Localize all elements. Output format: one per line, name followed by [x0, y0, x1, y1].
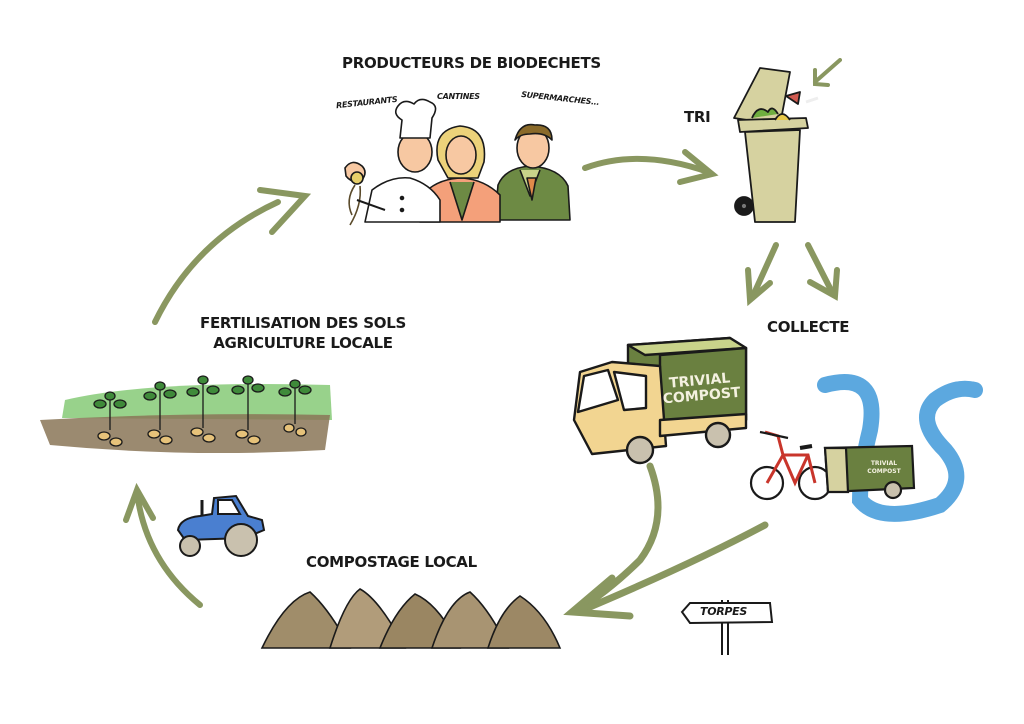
compost-bin-illustration [733, 67, 819, 223]
tractor-illustration [176, 494, 266, 557]
signpost-label: TORPES [700, 605, 748, 618]
arrow-tri-to-collecte-right [805, 242, 840, 301]
cargo-bike-illustration [749, 430, 916, 501]
signpost-illustration [680, 600, 774, 655]
plant [278, 379, 312, 437]
arrow-collecte-to-compost [563, 462, 769, 620]
producers-title: PRODUCTEURS DE BIODECHETS [342, 54, 601, 72]
truck-brand-line2: COMPOST [662, 385, 741, 408]
plant [143, 381, 177, 445]
arrow-producers-to-tri [582, 149, 719, 185]
arrow-fertilisation-to-producers [152, 187, 312, 325]
fertilisation-title-line2: AGRICULTURE LOCALE [213, 334, 393, 352]
arrow-into-bin [813, 58, 842, 87]
fertilisation-title-line1: FERTILISATION DES SOLS [200, 314, 406, 332]
river-illustration [817, 374, 983, 522]
truck-brand-line1: TRIVIAL [668, 370, 731, 391]
plant [93, 391, 127, 447]
compost-piles-illustration [260, 588, 562, 649]
tri-title: TRI [684, 108, 711, 126]
producers-sub-cantines: CANTINES [437, 92, 480, 101]
trailer-brand-line2: COMPOST [867, 468, 901, 475]
fertilisation-title: FERTILISATION DES SOLS AGRICULTURE LOCAL… [200, 313, 406, 353]
arrow-tri-to-collecte-left [745, 242, 779, 307]
arrow-compost-to-fertilisation [123, 482, 203, 608]
field-illustration [40, 375, 332, 454]
plant [186, 375, 220, 443]
producers-illustration [344, 98, 571, 226]
compostage-title: COMPOSTAGE LOCAL [306, 553, 477, 571]
collecte-title: COLLECTE [767, 318, 850, 336]
plant [231, 375, 265, 445]
trailer-brand-line1: TRIVIAL [871, 460, 897, 467]
collection-truck-illustration [572, 336, 748, 465]
